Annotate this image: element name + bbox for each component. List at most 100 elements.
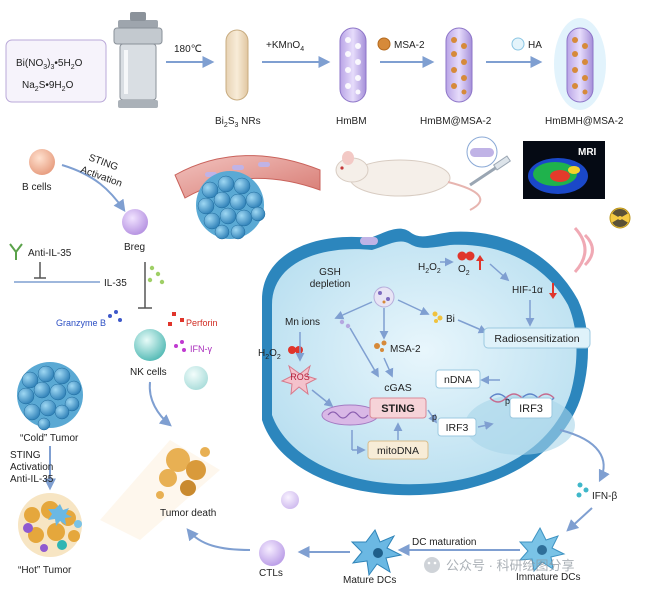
o2-molecule-icon — [457, 251, 475, 261]
hot-tumor-label: “Hot” Tumor — [18, 565, 72, 576]
mri-label: MRI — [578, 147, 597, 158]
hif-label: HIF-1α — [512, 285, 543, 296]
ctls-label: CTLs — [259, 568, 283, 579]
mature-dcs-label: Mature DCs — [343, 575, 396, 586]
granzyme-particles-icon — [108, 310, 122, 322]
granzyme-b-label: Granzyme B — [56, 318, 106, 328]
ha-particle-icon — [511, 37, 525, 51]
nk-cell-secondary-icon — [184, 366, 208, 390]
sting-anti-label-2: Activation — [10, 462, 53, 473]
msa2-particle-icon — [377, 37, 391, 51]
arrow-b-breg — [61, 164, 126, 212]
arrow-ros-mito — [311, 389, 334, 408]
arrow-msa2-sting — [383, 357, 394, 378]
o2-up-arrowhead — [476, 255, 484, 261]
hmbmh-msa2-nanorod — [554, 18, 606, 110]
magnified-nanorod-icon — [466, 136, 498, 168]
hmbm-label: HmBM — [336, 116, 367, 127]
b-cells-label: B cells — [22, 182, 51, 193]
msa2-cell-label: MSA-2 — [390, 344, 421, 355]
cell-pathway: GSH depletion H2O2 O2 HIF-1α Bi Radiosen… — [258, 237, 591, 460]
immune-panel: B cells STING Activation Breg Anti-IL-35… — [9, 149, 220, 576]
nk-cells-label: NK cells — [130, 367, 167, 378]
bi-particles-icon — [432, 311, 443, 323]
ifn-beta-label: IFN-β — [592, 491, 617, 502]
gsh-label: GSH — [319, 267, 341, 278]
antibody-icon — [9, 243, 23, 260]
watermark: 公众号 · 科研绘图分享 — [424, 557, 575, 573]
perforin-particles-icon — [168, 312, 184, 326]
irf3-left-label: IRF3 — [446, 422, 469, 434]
radiosensitization-label: Radiosensitization — [494, 333, 579, 345]
arrow-ifnb-immature — [566, 507, 593, 532]
sting-box — [369, 397, 427, 419]
arrow-nk-tumor — [148, 381, 172, 427]
ndna-box — [435, 369, 481, 389]
arrow-to-mn — [334, 301, 373, 320]
precursor-na-label: Na2S•9H2O — [22, 80, 74, 93]
msa2-cell-particles-icon — [374, 340, 387, 352]
bi2s3-nanorod — [225, 29, 249, 101]
hmbmh-msa2-label: HmBMH@MSA-2 — [545, 116, 624, 127]
sting-anti-label-1: STING — [10, 450, 41, 461]
cell-nanorod-icon — [360, 237, 378, 245]
radiosensitization-box — [483, 327, 591, 349]
arrow-bi-radio — [457, 319, 488, 334]
hmbm-msa2-label: HmBM@MSA-2 — [420, 116, 492, 127]
hmbm-nanorod — [339, 27, 367, 103]
h2o2-top-label: H2O2 — [418, 262, 441, 275]
ndna-label: nDNA — [444, 374, 472, 386]
cold-tumor-label: “Cold” Tumor — [20, 433, 79, 444]
radiation-icon — [573, 207, 631, 274]
immature-dc-icon — [518, 526, 566, 573]
mn-particles-icon — [339, 319, 351, 329]
dc-maturation-label: DC maturation — [412, 537, 476, 548]
o2-label: O2 — [458, 264, 470, 277]
perforin-label: Perforin — [186, 318, 218, 328]
ros-label: ROS — [290, 372, 310, 382]
mature-dc-icon — [350, 529, 403, 577]
arrow-sting-irf3 — [427, 409, 437, 424]
ifn-beta-particles-icon — [576, 482, 589, 498]
arrow-nucleus-ifnb — [559, 429, 610, 483]
step-temp-label: 180℃ — [174, 44, 202, 55]
arrow-ctl-tumor — [186, 528, 251, 551]
nk-cell-icon — [134, 329, 166, 361]
ifn-gamma-particles-icon — [174, 340, 186, 352]
p-label-left: p — [432, 412, 437, 422]
h2o2-molecule-icon — [288, 346, 303, 354]
arrow-irf3-nucleus — [477, 421, 494, 430]
breg-icon — [122, 209, 148, 235]
step-msa2-label: MSA-2 — [394, 40, 425, 51]
p-label-right: p — [505, 396, 510, 406]
mitodna-box — [367, 440, 429, 460]
autoclave-icon — [113, 12, 163, 108]
bi2s3-label: Bi2S3 NRs — [215, 116, 261, 129]
ctl-cells-icon — [259, 491, 299, 566]
mn-ions-label: Mn ions — [285, 317, 320, 328]
ifn-gamma-label: IFN-γ — [190, 344, 212, 354]
il35-label: IL-35 — [104, 278, 127, 289]
irf3-right-label: IRF3 — [519, 403, 543, 415]
hmbm-msa2-nanorod — [445, 27, 473, 103]
nanoparticle-cluster — [373, 286, 395, 308]
cold-tumor-icon — [17, 362, 83, 431]
bi-label: Bi — [446, 314, 455, 325]
sting-anti-label-3: Anti-IL-35 — [10, 474, 54, 485]
hif-down-arrowhead — [549, 293, 557, 299]
mri-panel: MRI — [523, 141, 605, 199]
mouse-icon — [335, 151, 512, 211]
tumor-death-label: Tumor death — [160, 508, 216, 519]
b-cell-icon — [29, 149, 55, 175]
h2o2-left-label: H2O2 — [258, 348, 281, 361]
mitodna-label: mitoDNA — [377, 445, 419, 457]
sting-label: STING — [381, 403, 415, 415]
irf3-left-box — [437, 417, 477, 437]
arrow-to-bi — [397, 299, 430, 316]
breg-label: Breg — [124, 242, 145, 253]
ros-burst-icon — [280, 364, 318, 396]
watermark-label: 公众号 · 科研绘图分享 — [446, 558, 575, 573]
anti-il35-label: Anti-IL-35 — [28, 248, 72, 259]
